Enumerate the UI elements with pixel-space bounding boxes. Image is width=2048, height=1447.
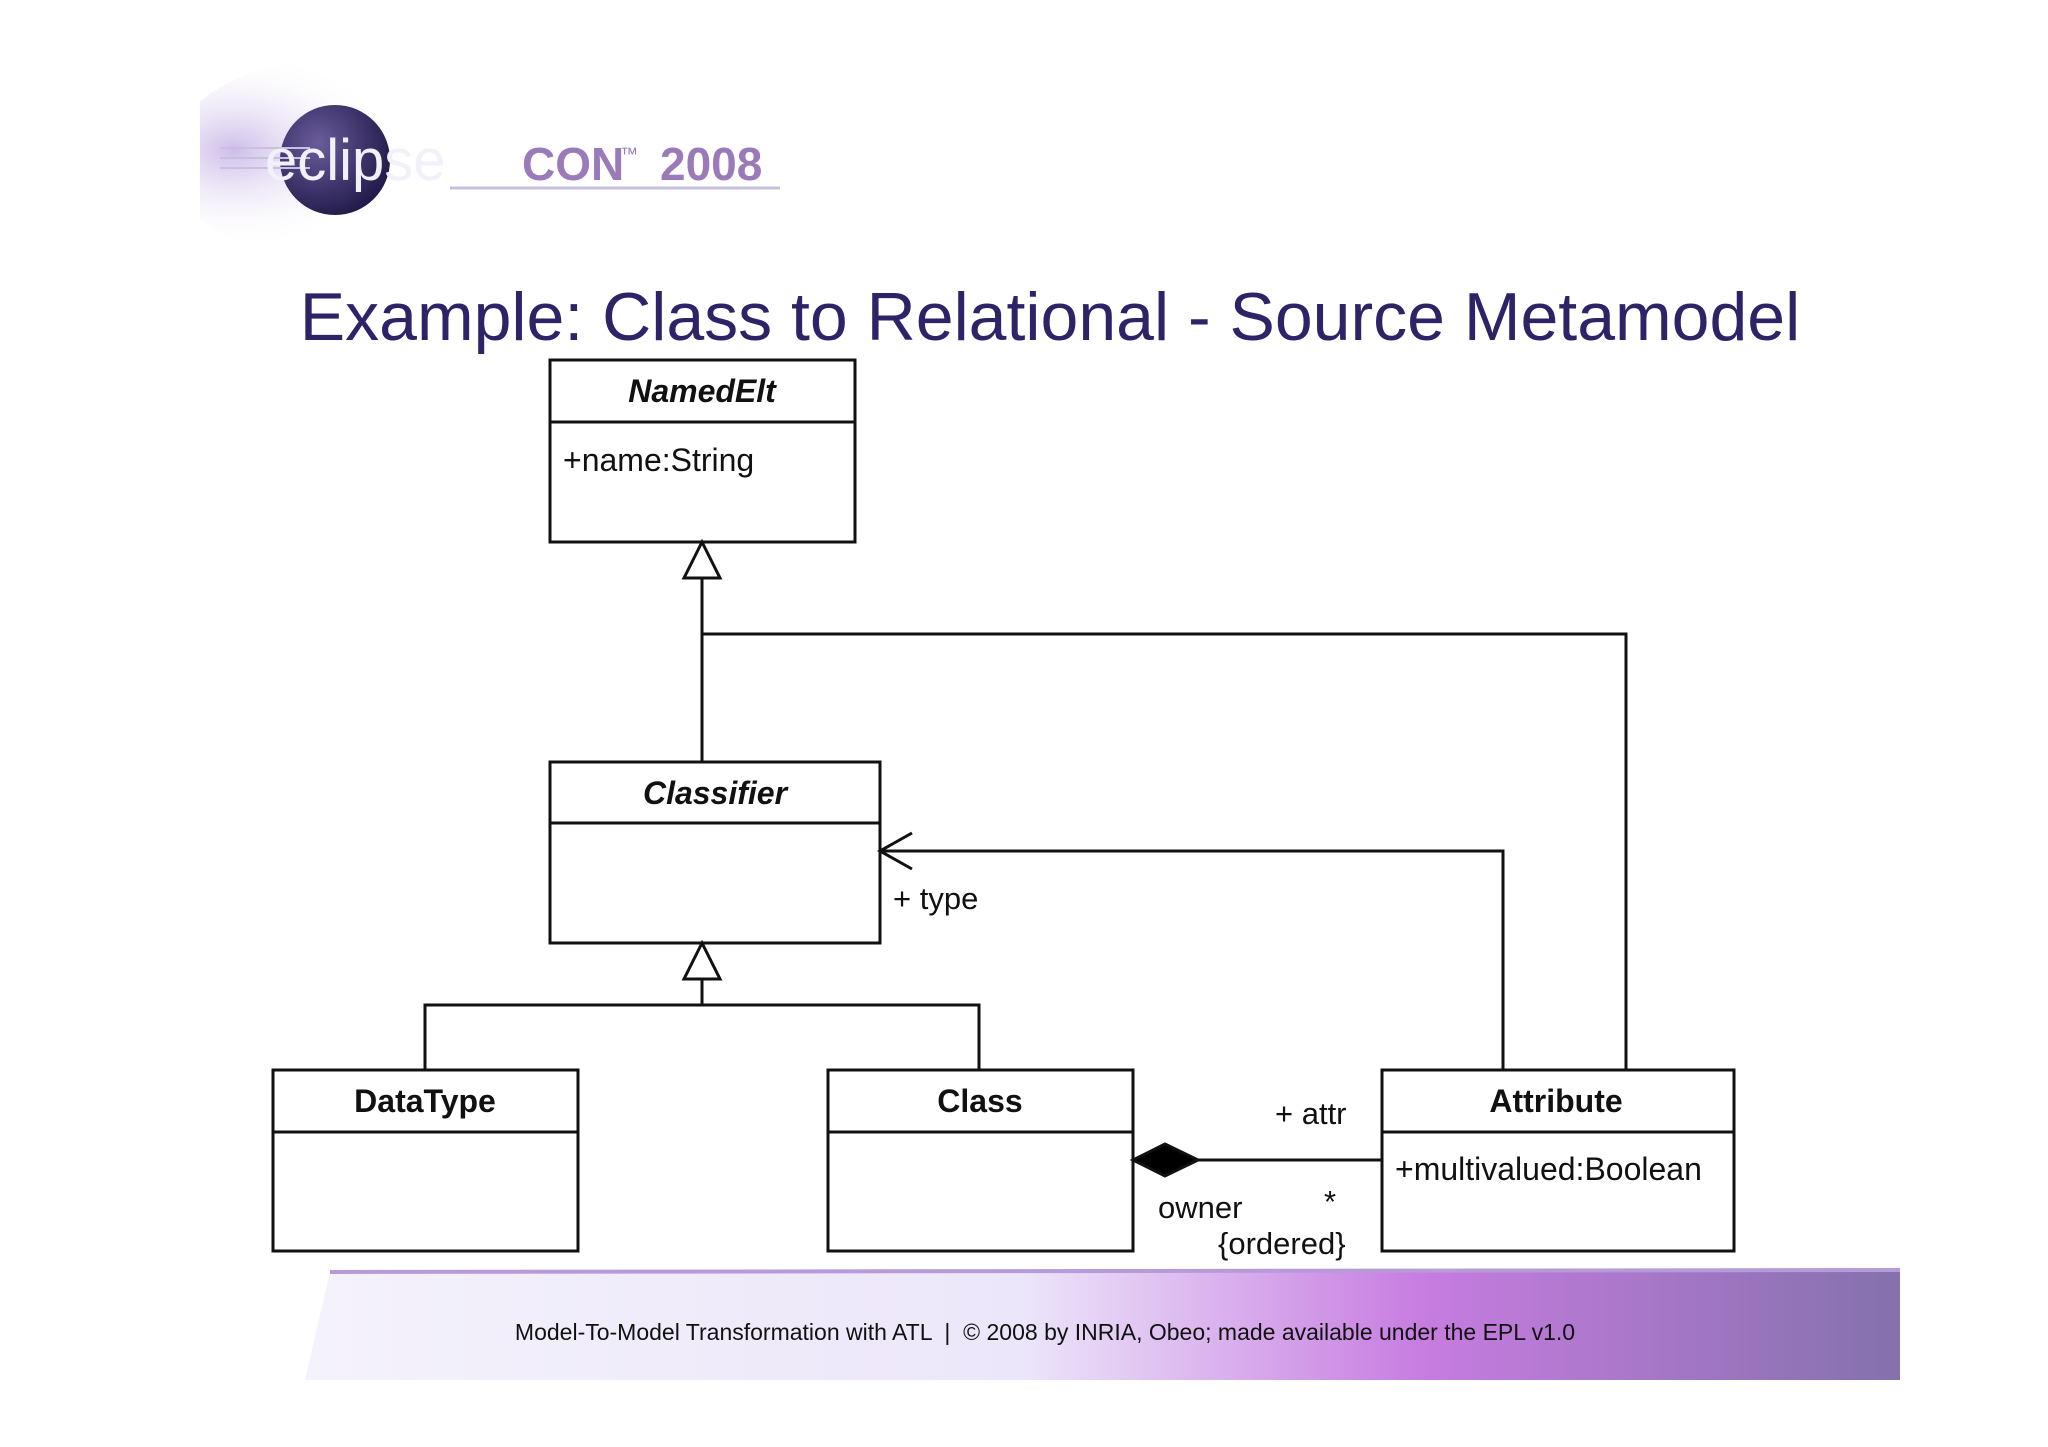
logo-con-text: CON xyxy=(522,138,624,190)
attribute-text-name: +name:String xyxy=(563,442,754,478)
inheritance-triangle-icon xyxy=(681,939,723,981)
multiplicity-label: * xyxy=(1324,1184,1336,1219)
generalization-to-classifier xyxy=(423,939,981,1070)
slide-title: Example: Class to Relational - Source Me… xyxy=(299,279,1801,355)
class-name-namedelt: NamedElt xyxy=(628,373,777,409)
constraint-ordered: {ordered} xyxy=(1218,1226,1346,1261)
role-label-owner: owner xyxy=(1158,1190,1242,1225)
eclipsecon-logo: eclipse CON ™ 2008 xyxy=(200,60,780,260)
class-box-namedelt xyxy=(548,358,857,544)
role-label-attr: + attr xyxy=(1275,1096,1347,1131)
class-name-classifier: Classifier xyxy=(643,775,789,811)
role-label-type: + type xyxy=(893,881,978,916)
attribute-text-multivalued: +multivalued:Boolean xyxy=(1395,1151,1702,1187)
class-name-datatype: DataType xyxy=(354,1083,496,1119)
logo-tm-text: ™ xyxy=(620,144,638,164)
class-box-datatype xyxy=(271,1068,580,1253)
inheritance-triangle-icon xyxy=(681,538,723,580)
footer-text: Model-To-Model Transformation with ATL |… xyxy=(515,1319,1575,1345)
class-name-attribute: Attribute xyxy=(1489,1083,1622,1119)
class-box-classifier xyxy=(548,760,882,945)
open-arrow-icon xyxy=(876,831,913,871)
logo-orb-icon xyxy=(280,105,390,215)
logo-eclipse-text: eclipse xyxy=(265,128,446,193)
logo-year-text: 2008 xyxy=(660,138,762,190)
footer-band xyxy=(305,1268,1901,1380)
generalization-to-namedelt xyxy=(681,538,1628,1070)
class-box-class xyxy=(826,1068,1135,1253)
class-box-attribute xyxy=(1380,1068,1736,1253)
composition-diamond-icon xyxy=(1129,1142,1202,1178)
composition-attr xyxy=(1129,1142,1382,1178)
association-type xyxy=(876,831,1505,1070)
class-name-class: Class xyxy=(937,1083,1022,1119)
